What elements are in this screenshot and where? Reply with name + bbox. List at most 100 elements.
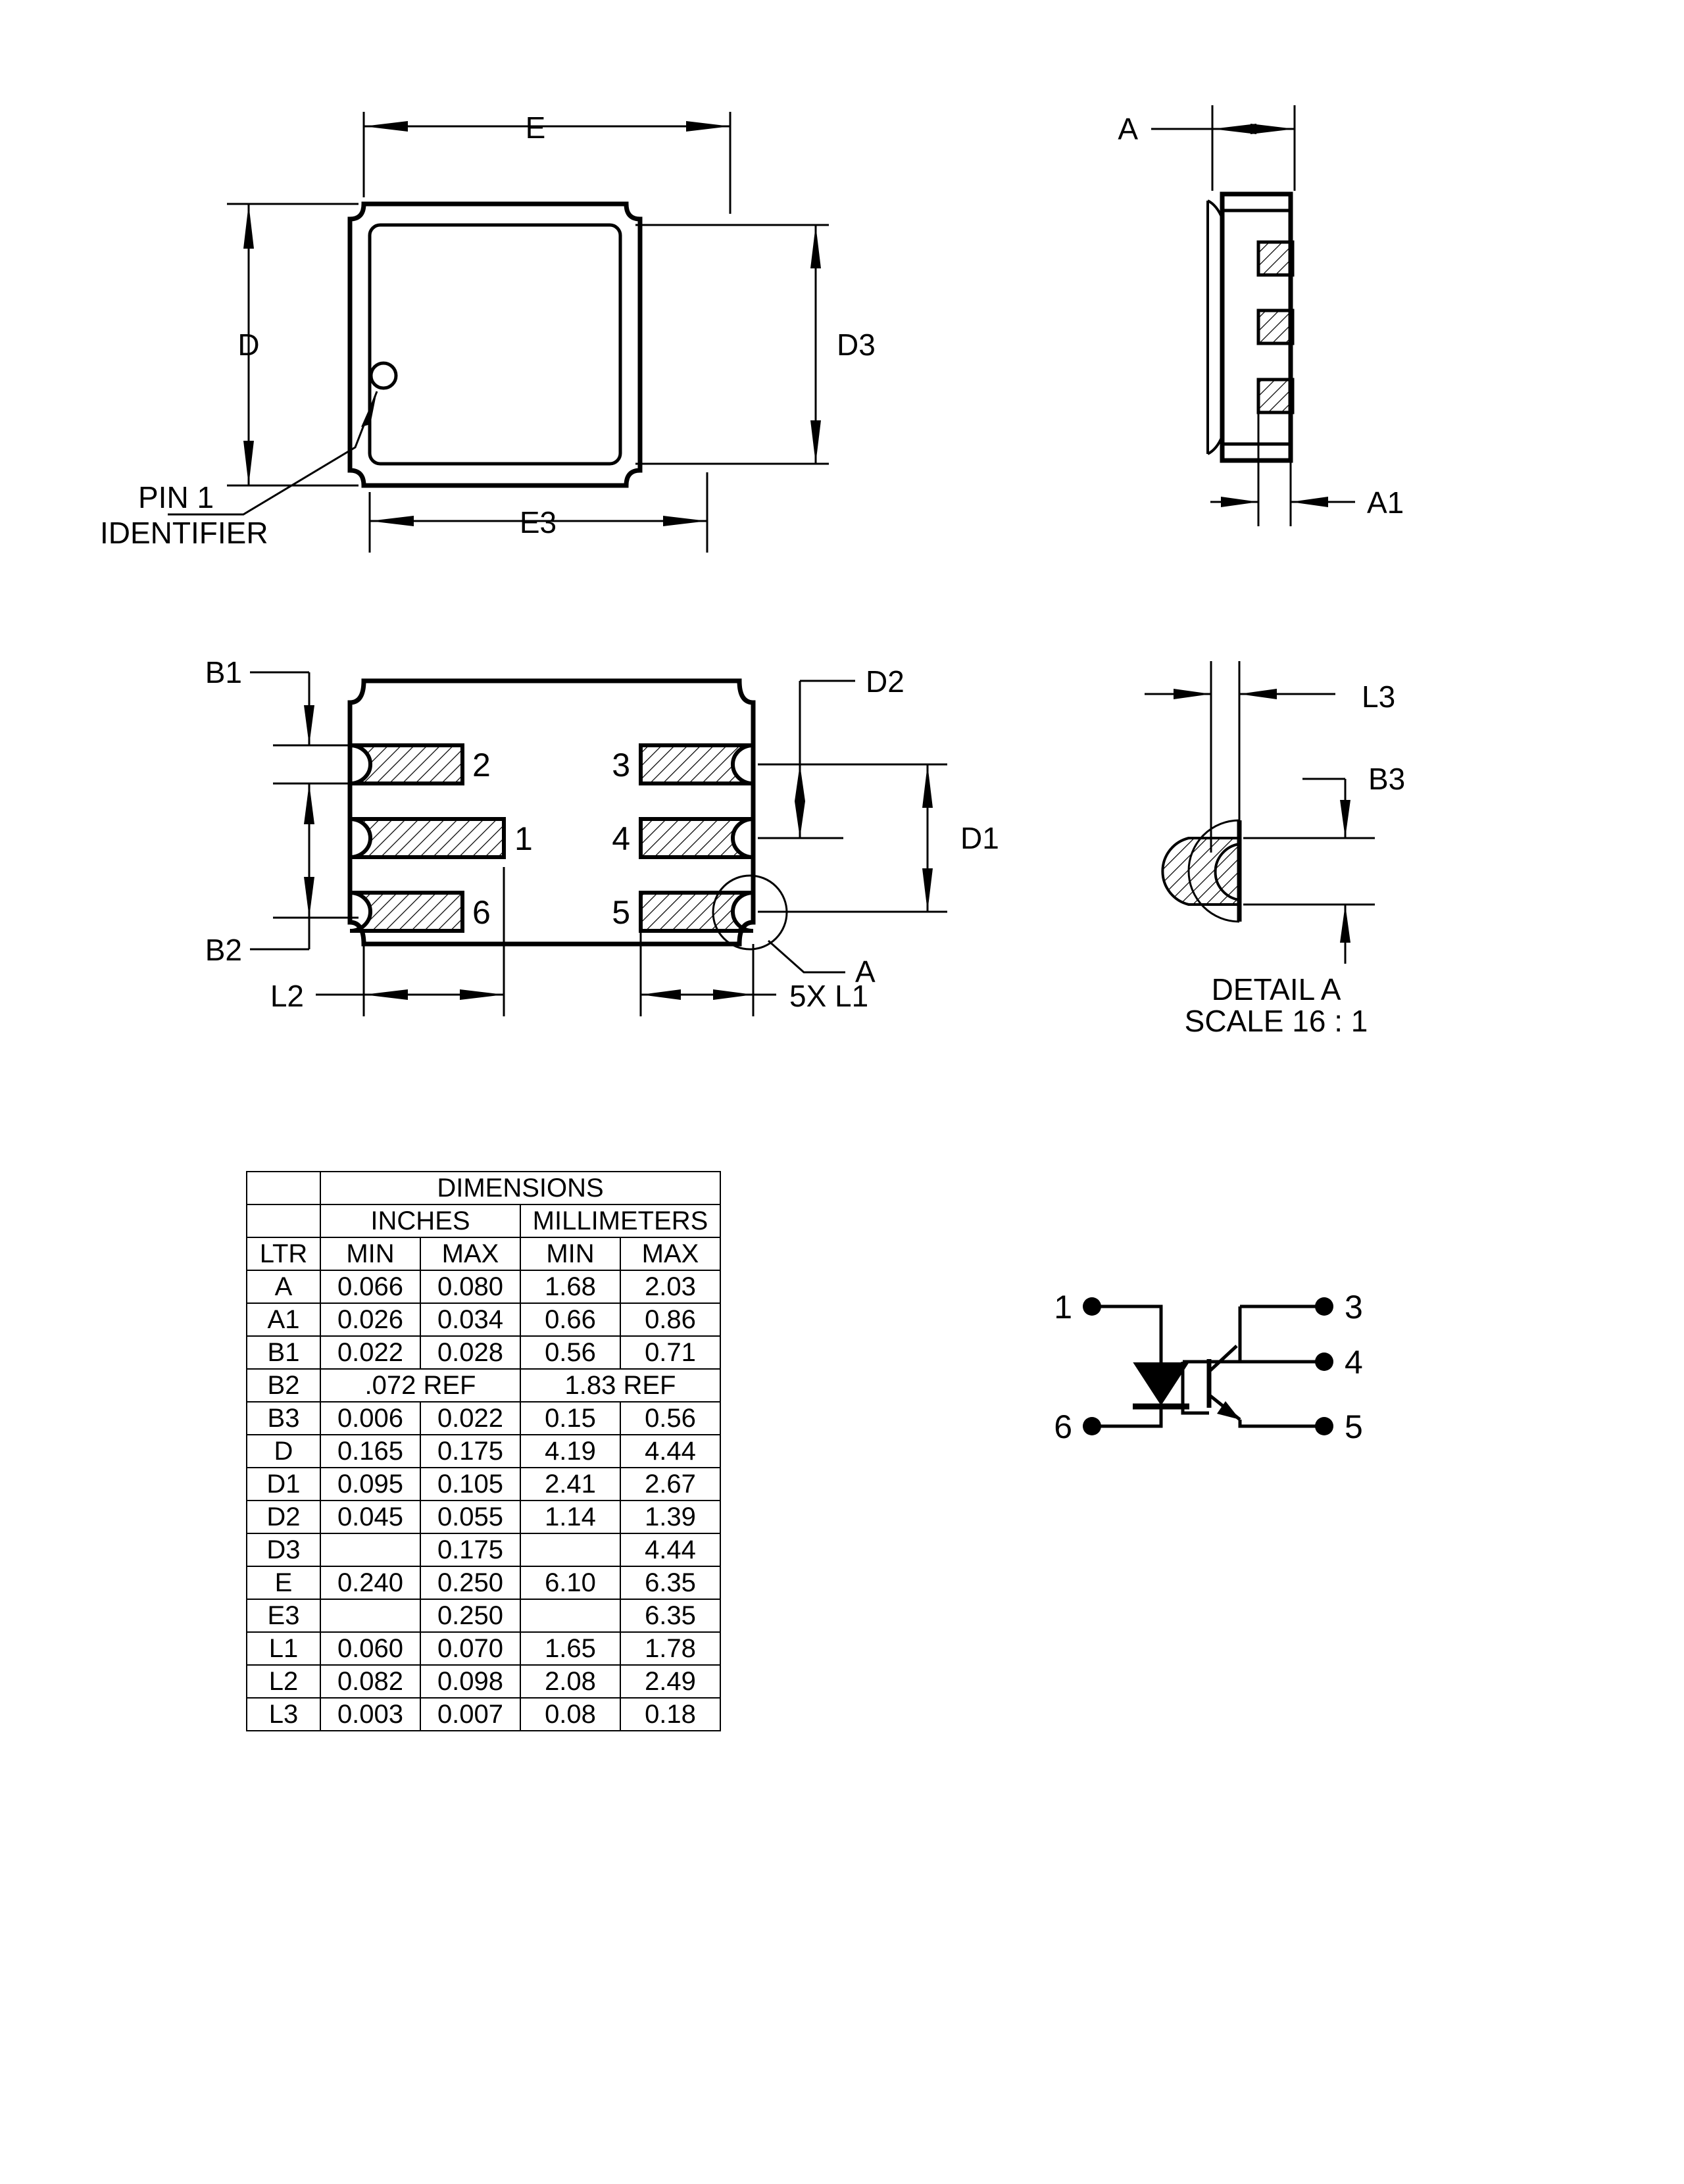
- cell-in-min: 0.006: [320, 1401, 421, 1435]
- cell-in-max: 0.034: [420, 1303, 521, 1337]
- cell-mm-max: 0.56: [620, 1401, 721, 1435]
- cell-in-max: 0.028: [420, 1335, 521, 1370]
- table-row-span: B2 .072 REF 1.83 REF: [246, 1368, 721, 1402]
- arrow-d1-bottom: [922, 868, 933, 912]
- pad-label-1: 1: [514, 820, 533, 857]
- cell-mm-min: 1.68: [520, 1270, 621, 1304]
- side-pad-2: [1256, 309, 1295, 345]
- pin1-identifier-line1: PIN 1: [138, 480, 214, 514]
- table-col-in-min: MIN: [320, 1237, 421, 1271]
- cell-in-min: 0.066: [320, 1270, 421, 1304]
- arrow-b3-bottom: [1340, 905, 1350, 943]
- cell-in-min: 0.082: [320, 1664, 421, 1699]
- cell-mm-max: 0.71: [620, 1335, 721, 1370]
- bottom-view-group: [250, 671, 947, 1016]
- arrow-a-right: [1251, 124, 1295, 134]
- cell-mm-min: 2.08: [520, 1664, 621, 1699]
- table-row: D3 0.175 4.44: [246, 1533, 721, 1567]
- arrow-a1-right: [1291, 497, 1328, 507]
- arrow-b2-top: [304, 783, 314, 824]
- table-row: L1 0.060 0.070 1.65 1.78: [246, 1631, 721, 1666]
- label-l3: L3: [1362, 680, 1395, 714]
- arrow-l3-left: [1174, 689, 1211, 699]
- cell-mm-min: [520, 1533, 621, 1567]
- arrow-b3-top: [1340, 800, 1350, 838]
- cell-ltr: A: [246, 1270, 321, 1304]
- cell-in-min: 0.165: [320, 1434, 421, 1468]
- sch-terminal-4: [1315, 1353, 1333, 1371]
- pad-label-5: 5: [612, 894, 630, 931]
- cell-mm-max: 4.44: [620, 1434, 721, 1468]
- table-col-mm-max: MAX: [620, 1237, 721, 1271]
- pad-label-3: 3: [612, 747, 630, 783]
- label-l2: L2: [270, 979, 304, 1013]
- cell-ltr: L1: [246, 1631, 321, 1666]
- cell-mm-max: 0.18: [620, 1697, 721, 1731]
- cell-mm-min: 0.15: [520, 1401, 621, 1435]
- label-detail-ref-a: A: [855, 955, 876, 989]
- cell-mm-max: 6.35: [620, 1599, 721, 1633]
- cell-mm-max: 2.03: [620, 1270, 721, 1304]
- cell-in-min: [320, 1533, 421, 1567]
- label-a1: A1: [1367, 485, 1404, 520]
- arrow-e-right: [686, 121, 730, 132]
- pad-1: [349, 817, 506, 859]
- cell-mm-min: 0.56: [520, 1335, 621, 1370]
- table-row: B3 0.006 0.022 0.15 0.56: [246, 1401, 721, 1435]
- table-blank-under-corner: [246, 1204, 321, 1237]
- table-row: E 0.240 0.250 6.10 6.35: [246, 1566, 721, 1600]
- dimensions-table: DIMENSIONS INCHES MILLIMETERS LTR MIN MA…: [246, 1171, 721, 1731]
- cell-in-max: 0.175: [420, 1434, 521, 1468]
- cell-in-max: 0.055: [420, 1500, 521, 1534]
- cell-ltr: L3: [246, 1697, 321, 1731]
- sch-wire-pin1: [1097, 1304, 1163, 1364]
- table-row: A 0.066 0.080 1.68 2.03: [246, 1270, 721, 1304]
- pad-2: [349, 743, 464, 785]
- sch-pin-label-1: 1: [1054, 1289, 1072, 1326]
- cell-ltr: D3: [246, 1533, 321, 1567]
- cell-in-max: 0.250: [420, 1599, 521, 1633]
- label-a: A: [1118, 112, 1138, 146]
- label-b2: B2: [205, 933, 242, 967]
- sch-wire-pin6: [1097, 1408, 1163, 1428]
- side-pad-1: [1256, 240, 1295, 277]
- cell-mm-max: 1.78: [620, 1631, 721, 1666]
- sch-terminal-3: [1315, 1297, 1333, 1316]
- cell-mm-max: 0.86: [620, 1303, 721, 1337]
- cell-in-max: 0.070: [420, 1631, 521, 1666]
- arrow-l1-left: [641, 989, 681, 1000]
- cell-in-span: .072 REF: [320, 1368, 521, 1402]
- arrow-e3-right: [663, 516, 707, 526]
- cell-in-min: 0.060: [320, 1631, 421, 1666]
- cell-in-max: 0.080: [420, 1270, 521, 1304]
- label-d1: D1: [960, 821, 999, 855]
- table-row: B1 0.022 0.028 0.56 0.71: [246, 1335, 721, 1370]
- cell-mm-max: 4.44: [620, 1533, 721, 1567]
- package-body-outline: [347, 201, 643, 488]
- detail-a-scale: SCALE 16 : 1: [1185, 1004, 1368, 1038]
- table-row-columns: LTR MIN MAX MIN MAX: [246, 1237, 721, 1271]
- cell-mm-max: 2.49: [620, 1664, 721, 1699]
- sch-pin-label-5: 5: [1345, 1408, 1363, 1445]
- sch-emitter-arrow: [1217, 1401, 1240, 1420]
- schematic-group: [1083, 1297, 1333, 1435]
- pad-label-4: 4: [612, 820, 630, 857]
- label-d3: D3: [837, 328, 876, 362]
- cell-ltr: E: [246, 1566, 321, 1600]
- arrow-d3-top: [810, 225, 821, 268]
- sch-wire-pin5: [1238, 1420, 1319, 1428]
- cell-mm-min: 4.19: [520, 1434, 621, 1468]
- table-group-millimeters: MILLIMETERS: [520, 1204, 721, 1238]
- label-5x-l1: 5X L1: [789, 979, 868, 1013]
- table-row-unit-groups: INCHES MILLIMETERS: [246, 1204, 721, 1238]
- cell-ltr: A1: [246, 1303, 321, 1337]
- cell-in-min: 0.026: [320, 1303, 421, 1337]
- cell-mm-min: 2.41: [520, 1467, 621, 1501]
- cell-ltr: B2: [246, 1368, 321, 1402]
- cell-ltr: E3: [246, 1599, 321, 1633]
- cell-mm-min: 0.08: [520, 1697, 621, 1731]
- cell-in-min: 0.003: [320, 1697, 421, 1731]
- arrow-d2-top: [795, 764, 805, 801]
- cell-ltr: B3: [246, 1401, 321, 1435]
